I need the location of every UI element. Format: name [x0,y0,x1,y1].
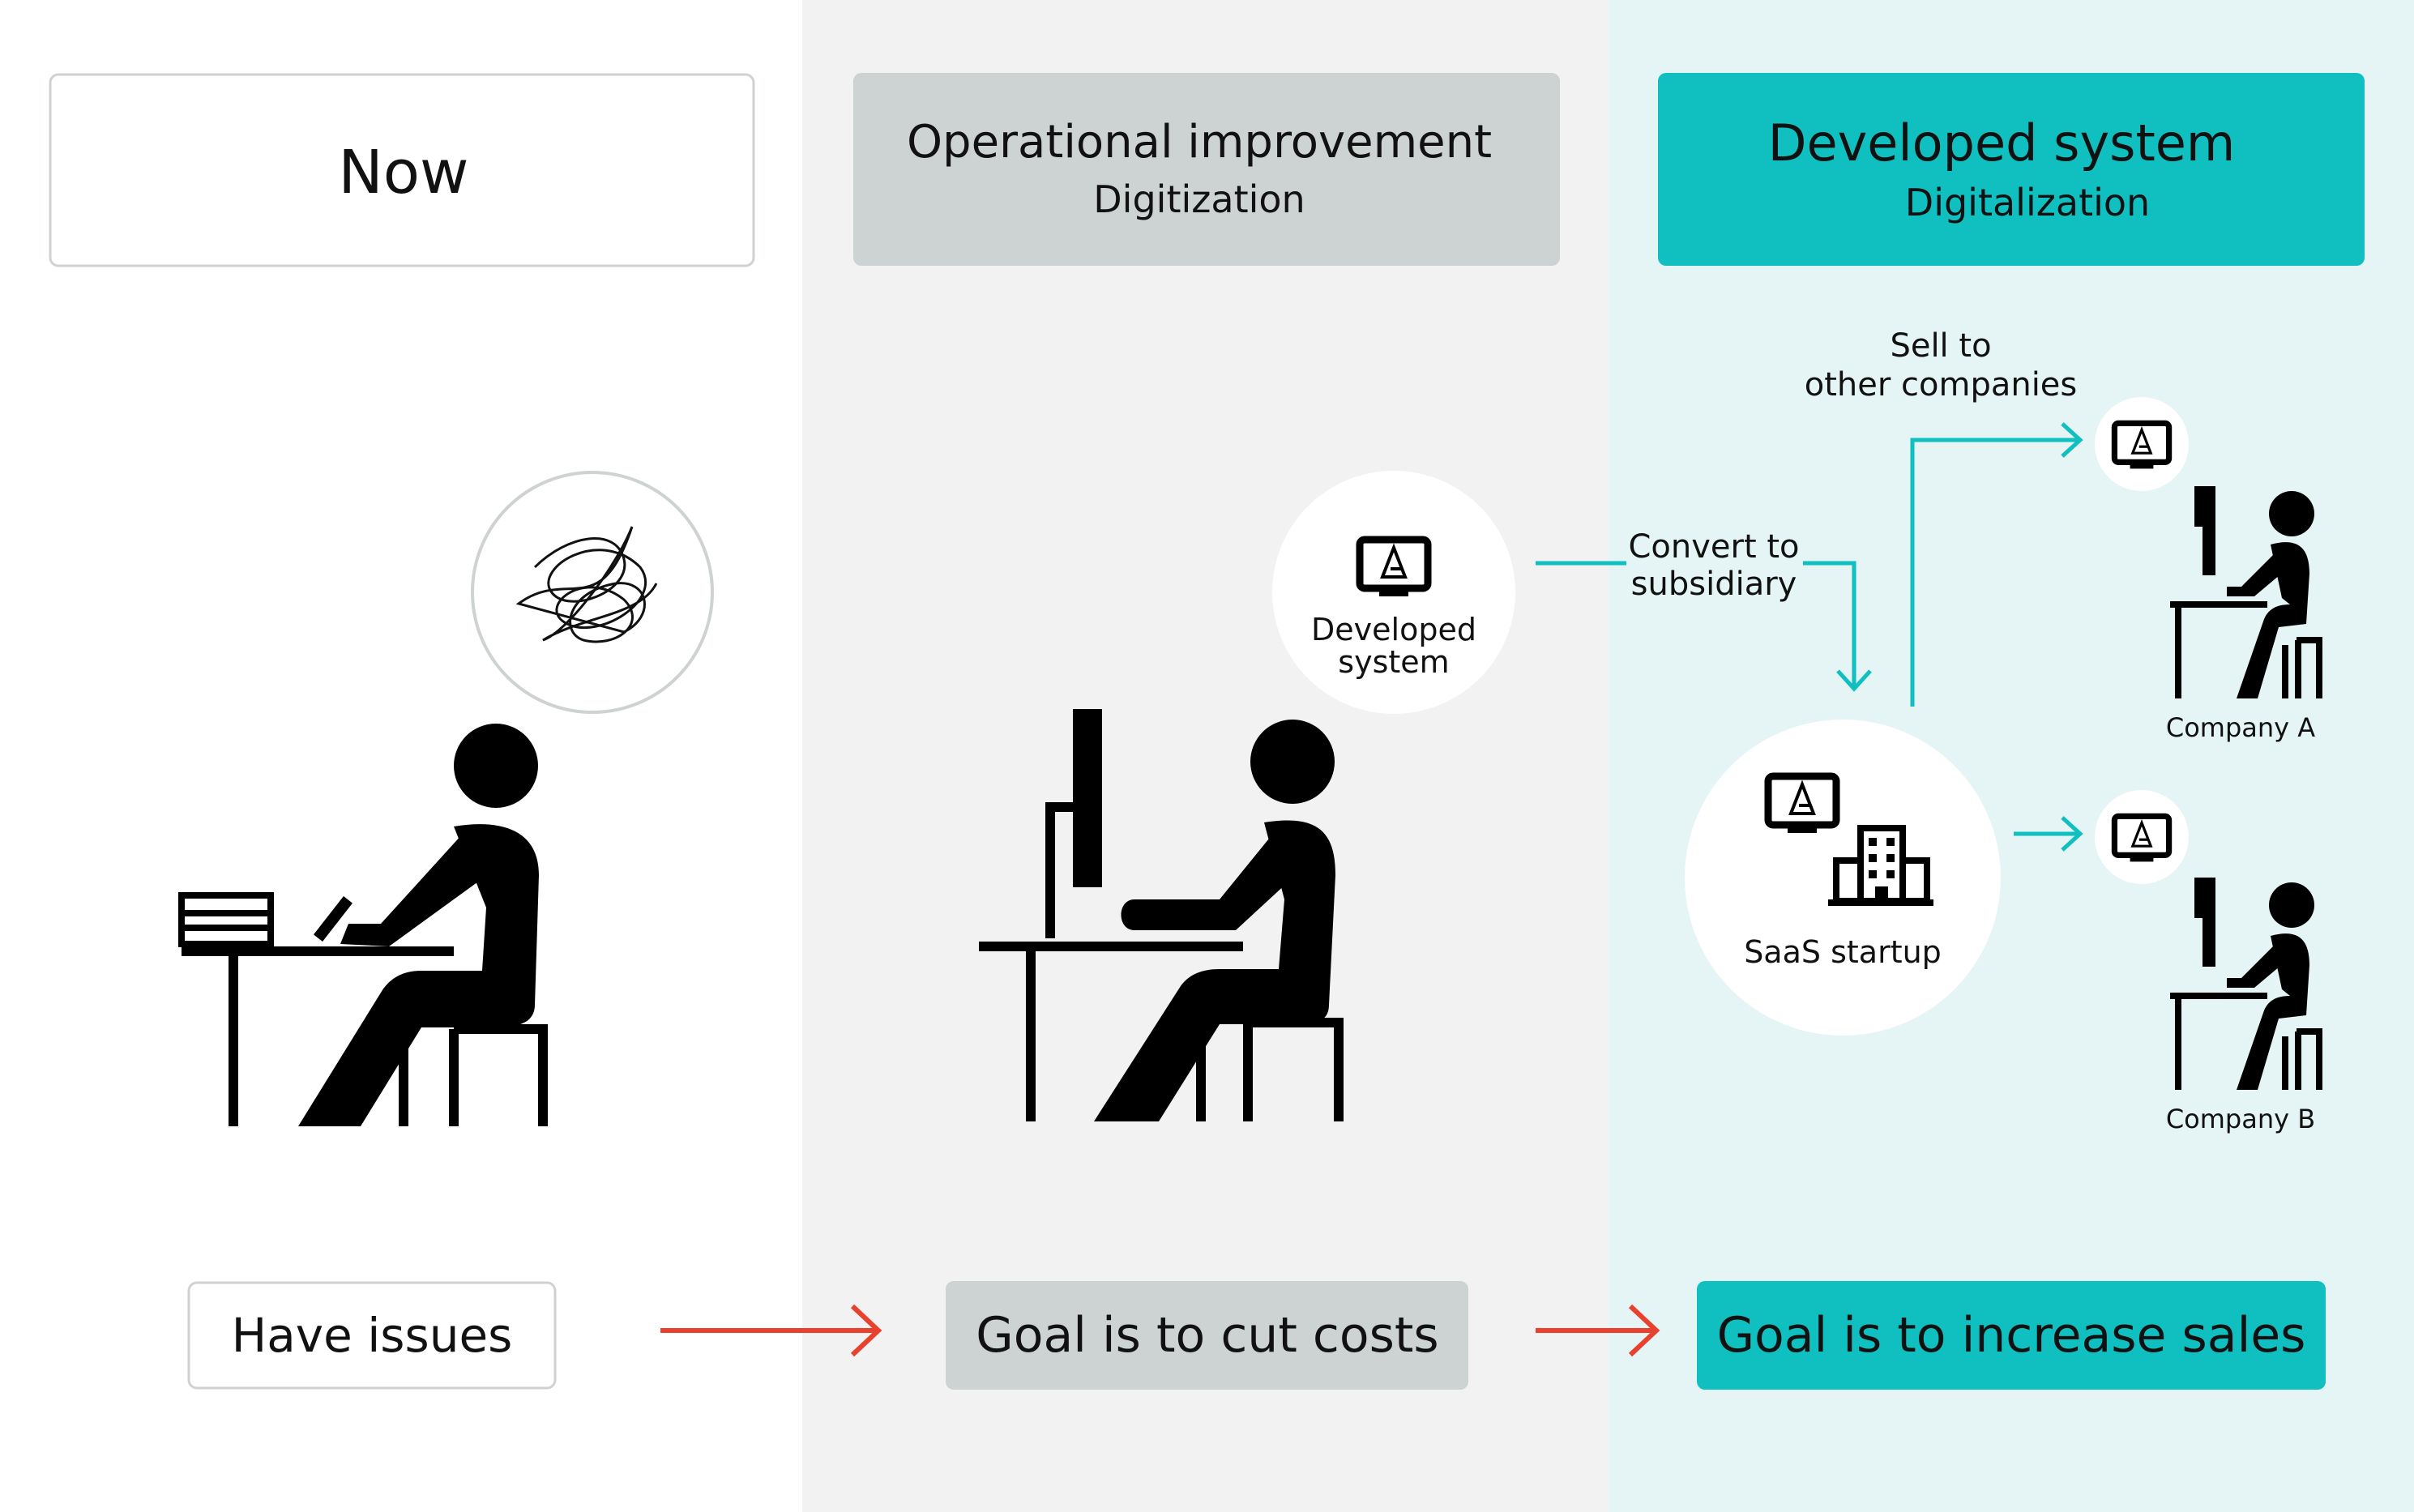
company-b-label: Company B [2166,1104,2315,1134]
monitor-icon [1360,540,1428,596]
saas-label: SaaS startup [1744,934,1942,970]
increase-sales-box: Goal is to increase sales [1697,1281,2326,1390]
saas-startup-bubble: SaaS startup [1685,720,2001,1036]
building-icon [1828,825,1933,906]
operational-header: Operational improvement Digitization [853,73,1560,266]
developed-system-bubble: Developed system [1272,471,1515,714]
operational-subtitle: Digitization [1093,177,1305,221]
now-title: Now [338,138,468,207]
company-a-monitor-icon [2114,423,2168,468]
convert-arrow [1536,561,1872,692]
arrow-operational-to-developed [1536,1304,1660,1357]
now-header: Now [49,73,755,267]
sell-label-line1: Sell to [1890,327,1991,365]
arrow-to-company-b [2014,816,2083,852]
have-issues-label: Have issues [232,1308,513,1363]
cut-costs-label: Goal is to cut costs [976,1307,1438,1364]
developed-title: Developed system [1768,113,2236,173]
person-writing-icon [178,724,548,1126]
convert-label-line2: subsidiary [1631,566,1797,603]
have-issues-box: Have issues [187,1281,557,1390]
developed-bubble-line2: system [1338,644,1449,680]
developed-header: Developed system Digitalization [1658,73,2365,266]
arrow-now-to-operational [660,1304,882,1357]
person-computer-icon [979,709,1344,1121]
saas-monitor-icon [1768,776,1836,833]
developed-bubble-line1: Developed [1311,612,1476,647]
developed-subtitle: Digitalization [1905,181,2150,224]
thought-bubble [471,471,714,714]
scribble-icon [515,526,658,643]
sell-label-line2: other companies [1805,366,2078,404]
convert-label-line1: Convert to [1628,528,1799,566]
company-b-monitor-bubble [2095,790,2189,884]
company-a-monitor-bubble [2095,397,2189,491]
operational-title: Operational improvement [907,116,1492,169]
cut-costs-box: Goal is to cut costs [946,1281,1468,1390]
increase-sales-label: Goal is to increase sales [1717,1307,2306,1364]
company-a-label: Company A [2166,712,2315,743]
company-b-monitor-icon [2114,816,2168,861]
sell-arrow [1910,422,2083,707]
